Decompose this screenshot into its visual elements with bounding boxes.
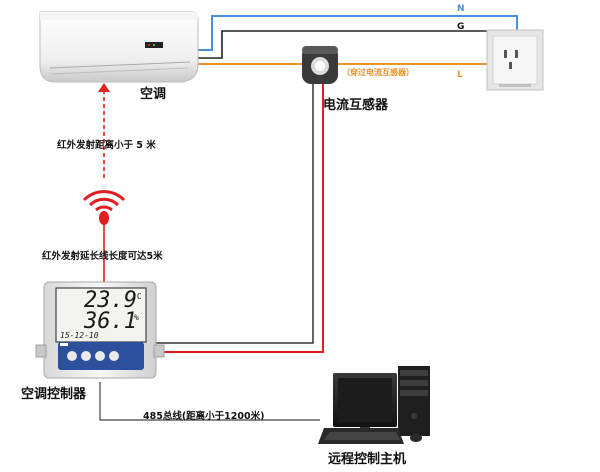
current-transformer-icon	[302, 46, 338, 84]
ground-wire	[193, 30, 513, 59]
humidity-reading: 36.1	[84, 309, 137, 334]
ct-signal-wires	[156, 80, 324, 353]
ct-wire-red	[156, 80, 324, 353]
ir-extension-label: 红外发射延长线长度可达5米	[42, 251, 163, 262]
desktop-computer-icon	[318, 366, 430, 444]
wireless-signal-icon	[82, 190, 126, 225]
air-conditioner-label: 空调	[140, 87, 167, 102]
power-wires	[193, 15, 518, 65]
ir-distance-label: 红外发射距离小于 5 米	[57, 140, 156, 151]
temperature-reading: 23.9	[84, 288, 137, 313]
live-wire-2	[336, 56, 506, 65]
lcd-date: 15-12-10	[60, 331, 99, 340]
current-transformer-label: 电流互感器	[323, 98, 389, 113]
wire-label-g: G	[457, 22, 465, 32]
rs485-bus-wire	[99, 382, 320, 421]
wire-label-n: N	[457, 4, 465, 14]
ct-wire-note: （穿过电流互感器）	[342, 68, 414, 77]
wire-label-l: L	[457, 70, 463, 80]
ac-controller-label: 空调控制器	[21, 387, 87, 402]
wall-socket-icon	[486, 29, 544, 91]
air-conditioner-icon	[39, 11, 199, 83]
rs485-bus-label: 485总线(距离小于1200米)	[143, 411, 265, 422]
ir-arrow-head	[98, 83, 110, 92]
ct-wire-black	[156, 80, 314, 344]
controller-device-icon	[35, 281, 165, 379]
neutral-wire	[193, 15, 518, 51]
temperature-unit: °C	[132, 292, 142, 301]
humidity-unit: %	[134, 313, 139, 322]
remote-host-label: 远程控制主机	[328, 452, 407, 467]
